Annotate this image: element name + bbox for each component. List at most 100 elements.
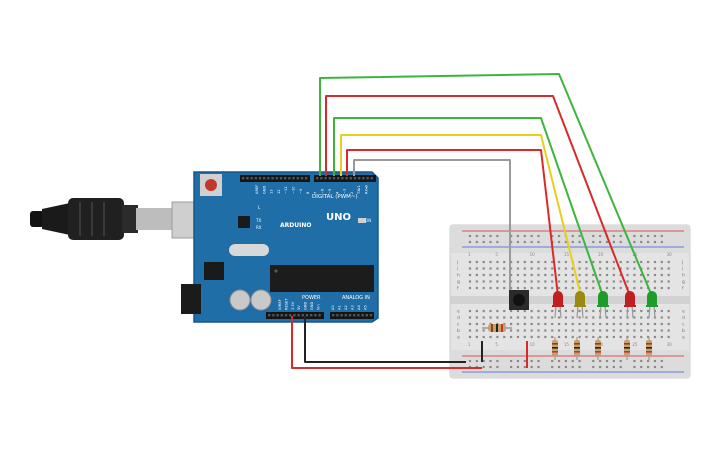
pin-label: IOREF bbox=[278, 299, 282, 310]
power-jack bbox=[181, 284, 201, 314]
wire-black-gnd bbox=[304, 316, 466, 363]
pin-label: ~10 bbox=[292, 186, 296, 194]
digital-header-left bbox=[240, 175, 310, 182]
wire-gray-pin2 bbox=[353, 159, 511, 296]
regulator bbox=[204, 262, 224, 280]
resistor bbox=[574, 337, 580, 360]
row-letter: f bbox=[457, 286, 459, 292]
rx-label: RX bbox=[256, 225, 262, 230]
row-letter: c bbox=[682, 323, 685, 328]
row-letter: h bbox=[682, 273, 685, 279]
usb-cable bbox=[30, 198, 203, 240]
resistors bbox=[552, 337, 652, 360]
capacitor-1 bbox=[229, 289, 251, 311]
row-letter: i bbox=[457, 266, 458, 272]
column-number: 10 bbox=[530, 342, 536, 347]
pin-label: 4 bbox=[335, 191, 339, 194]
pin-label: GND bbox=[304, 302, 308, 310]
column-number: 25 bbox=[632, 342, 638, 347]
resistor bbox=[624, 337, 630, 360]
row-letter: i bbox=[682, 266, 683, 272]
pin-label: GND bbox=[310, 302, 314, 310]
row-letter: e bbox=[682, 310, 685, 315]
pin-label: A4 bbox=[357, 305, 361, 310]
pin-label: 7 bbox=[313, 192, 317, 194]
wire-green-pin5 bbox=[333, 117, 604, 297]
pin-label: ~3 bbox=[343, 189, 347, 194]
led-green-2 bbox=[646, 291, 658, 319]
crystal bbox=[229, 244, 269, 256]
atmega-chip bbox=[270, 265, 374, 292]
row-letter: a bbox=[457, 336, 460, 341]
push-button[interactable] bbox=[509, 290, 529, 310]
column-number: 30 bbox=[667, 342, 673, 347]
row-letter: g bbox=[457, 280, 460, 285]
resistor bbox=[646, 337, 652, 360]
resistor bbox=[595, 337, 601, 360]
l-label: L bbox=[258, 205, 261, 210]
pin-label: ~5 bbox=[328, 189, 332, 194]
column-number: 5 bbox=[495, 342, 498, 347]
pin-label: A5 bbox=[364, 305, 368, 310]
column-number: 10 bbox=[530, 252, 536, 257]
led-green-1 bbox=[597, 291, 609, 319]
row-letter: j bbox=[681, 260, 683, 266]
row-letter: g bbox=[682, 280, 685, 285]
arduino-brand: ARDUINO bbox=[280, 222, 311, 229]
on-label: ON bbox=[365, 218, 371, 223]
row-letter: a bbox=[682, 336, 685, 341]
wire-red-5v bbox=[291, 316, 482, 369]
row-letter: f bbox=[682, 286, 684, 292]
led-yellow bbox=[574, 291, 586, 319]
leds bbox=[552, 291, 658, 319]
pin-label: RESET bbox=[284, 298, 288, 310]
pin-label: GND bbox=[262, 186, 266, 194]
column-number: 20 bbox=[598, 252, 604, 257]
pin-label: RX◂0 bbox=[365, 184, 369, 194]
row-letter: b bbox=[682, 328, 685, 334]
pin-label: ~9 bbox=[299, 188, 303, 194]
wires bbox=[291, 73, 653, 369]
wire-green-pin7 bbox=[319, 73, 653, 297]
uno-model: UNO bbox=[326, 212, 351, 223]
row-letter: j bbox=[456, 260, 458, 266]
pin-label: A1 bbox=[338, 305, 342, 310]
pin-label: ~11 bbox=[284, 186, 288, 194]
column-number: 5 bbox=[495, 252, 498, 257]
row-letter: c bbox=[457, 323, 460, 328]
pin-label: 3.3V bbox=[291, 301, 295, 310]
row-letter: d bbox=[682, 315, 685, 321]
column-number: 30 bbox=[667, 252, 673, 257]
wire-yellow-pin4 bbox=[340, 134, 582, 297]
arduino-uno-board: DIGITAL (PWM~) ARDUINO UNO ON L TX RX PO… bbox=[181, 171, 379, 323]
digital-label: DIGITAL (PWM~) bbox=[312, 194, 358, 200]
led-red-1 bbox=[552, 291, 564, 319]
tx-label: TX bbox=[255, 218, 261, 223]
row-letter: b bbox=[457, 328, 460, 334]
usb-chip bbox=[238, 216, 250, 228]
column-number: 15 bbox=[564, 252, 570, 257]
pin-label: A0 bbox=[331, 305, 335, 310]
analog-label: ANALOG IN bbox=[342, 295, 370, 301]
row-letter: h bbox=[457, 273, 460, 279]
pin-label: A2 bbox=[344, 305, 348, 310]
pin-label: 13 bbox=[270, 189, 274, 194]
resistor bbox=[552, 337, 558, 360]
pin-label: Vin bbox=[316, 304, 320, 310]
pin-label: 5V bbox=[297, 305, 301, 310]
pin-label: 8 bbox=[306, 191, 310, 194]
pin-label: A3 bbox=[351, 305, 355, 310]
pin-label: 2 bbox=[350, 192, 354, 194]
row-letter: d bbox=[457, 315, 460, 321]
on-led bbox=[358, 218, 366, 223]
power-label: POWER bbox=[302, 295, 321, 301]
digital-header-right bbox=[314, 175, 376, 182]
pin-label: 12 bbox=[277, 189, 281, 194]
column-number: 1 bbox=[468, 342, 471, 347]
header-holes bbox=[242, 177, 373, 317]
